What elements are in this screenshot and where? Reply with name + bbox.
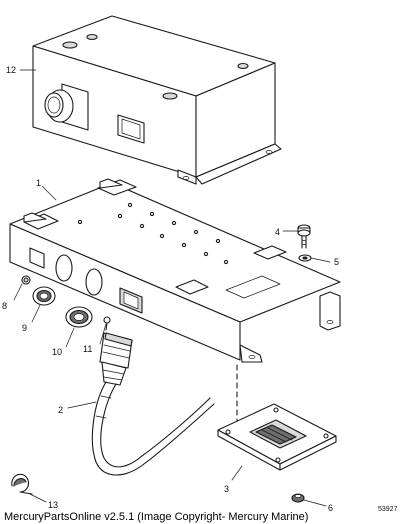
part-9-grommet [32, 286, 56, 306]
callout-5: 5 [334, 257, 339, 267]
part-11-screw [103, 316, 111, 331]
callout-12: 12 [6, 65, 16, 75]
part-4-bolt [297, 224, 311, 249]
callout-4: 4 [275, 227, 280, 237]
part-6-cap [291, 493, 305, 503]
part-3-control-module [217, 403, 337, 471]
callout-1: 1 [36, 178, 41, 188]
part-8-plug [21, 275, 31, 285]
callout-8: 8 [2, 301, 7, 311]
callout-2: 2 [58, 405, 63, 415]
part-5-washer [298, 254, 312, 262]
callout-10: 10 [52, 347, 62, 357]
callout-13: 13 [48, 500, 58, 510]
drawing-number: 53927 [378, 506, 398, 513]
part-13-clamp [11, 473, 33, 495]
callout-3: 3 [224, 484, 229, 494]
callout-11: 11 [83, 344, 92, 354]
part-12-electronics-box [32, 15, 282, 185]
leader-lines [13, 69, 331, 507]
footer-copyright: MercuryPartsOnline v2.5.1 (Image Copyrig… [4, 511, 309, 523]
callout-9: 9 [22, 323, 27, 333]
part-10-grommet [65, 306, 93, 328]
part-1-mounting-bracket [9, 178, 341, 363]
part-2-harness [91, 332, 215, 476]
callout-6: 6 [328, 503, 333, 513]
